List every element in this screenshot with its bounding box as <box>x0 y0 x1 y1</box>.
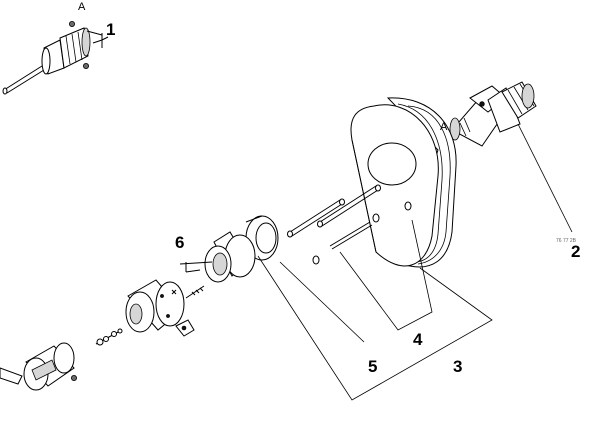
letter-a-top: A <box>78 1 86 13</box>
bracket-1 <box>86 30 109 48</box>
callout-1: 1 <box>106 20 115 39</box>
cartridge-part-2 <box>449 81 537 147</box>
handle-body-6 <box>125 279 205 337</box>
letter-a-right: A <box>440 121 448 133</box>
lever-handle <box>0 342 78 391</box>
leader-3 <box>257 255 493 401</box>
screw-set-4 <box>317 184 381 250</box>
small-screw <box>95 328 123 346</box>
callout-3: 3 <box>453 357 462 376</box>
callout-2: 2 <box>571 242 580 261</box>
leader-5 <box>279 261 365 343</box>
callout-5: 5 <box>368 357 377 376</box>
sleeve-part-6 <box>204 231 256 283</box>
leader-2 <box>517 123 573 233</box>
faceplate-part-3 <box>350 97 457 268</box>
callout-4: 4 <box>413 330 423 349</box>
cartridge-part-1 <box>2 20 91 95</box>
screw-set-5 <box>287 198 412 265</box>
small-text: 76 77 2B <box>556 238 577 244</box>
leader-4 <box>339 219 433 331</box>
callout-6: 6 <box>175 233 184 252</box>
bracket-6 <box>179 261 213 273</box>
